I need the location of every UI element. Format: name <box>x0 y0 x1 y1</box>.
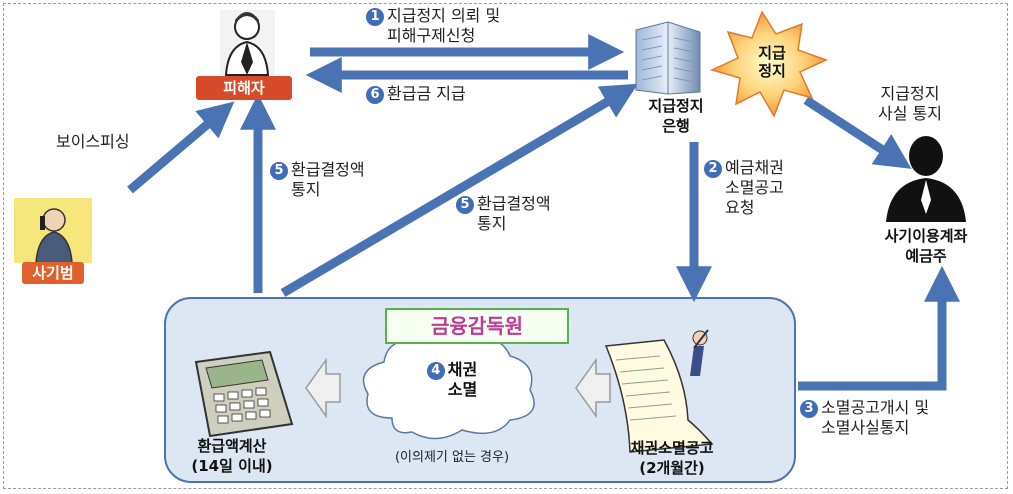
step6-badge: 6 <box>366 85 384 104</box>
step5b-text: 환급결정액 통지 <box>477 194 551 233</box>
fact-notice-label: 지급정지 사실 통지 <box>878 84 942 123</box>
step4-badge: 4 <box>426 361 445 380</box>
calculator-icon <box>194 350 294 438</box>
bank-label: 지급정지 은행 <box>648 97 704 135</box>
notice-document-icon <box>604 329 714 453</box>
step1-badge: 1 <box>366 7 384 26</box>
stop-burst <box>709 10 828 118</box>
victim-label: 피해자 <box>196 76 292 100</box>
step2-badge: 2 <box>704 159 722 178</box>
criminal-figure <box>14 198 92 264</box>
voice-phishing-label: 보이스피싱 <box>56 132 130 151</box>
arrow-voice-phishing <box>127 101 235 194</box>
extinction-cloud <box>362 331 535 440</box>
step5a-text: 환급결정액 통지 <box>291 160 365 199</box>
victim-figure <box>220 10 275 76</box>
flow-arrow-left <box>305 357 341 419</box>
step2-text: 예금채권 소멸공고 요청 <box>725 158 784 217</box>
arrow-step3 <box>798 265 960 391</box>
account-owner-label: 사기이용계좌 예금주 <box>884 227 968 265</box>
criminal-label: 사기범 <box>22 262 84 284</box>
diagram-frame <box>3 3 1008 489</box>
step5b-badge: 5 <box>456 195 474 214</box>
step3-text: 소멸공고개시 및 소멸사실통지 <box>821 398 930 437</box>
extinction-text: 채권 소멸 <box>447 360 478 399</box>
arrow-step5-to-bank <box>280 83 638 297</box>
account-owner-figure <box>886 136 966 222</box>
bank-building <box>635 21 701 95</box>
step6-text: 환급금 지급 <box>387 84 466 103</box>
flow-arrow-right <box>575 357 611 419</box>
no-objection-label: (이의제기 없는 경우) <box>394 450 510 465</box>
step3-badge: 3 <box>800 399 818 418</box>
calc-label: 환급액계산 (14일 이내) <box>191 437 273 475</box>
arrow-fact-notice <box>803 96 912 169</box>
stop-burst-label: 지급 정지 <box>758 44 786 80</box>
step5a-badge: 5 <box>270 161 288 180</box>
step1-text: 지급정지 의뢰 및 피해구제신청 <box>387 6 501 45</box>
notice-label: 채권소멸공고 (2개월간) <box>630 439 714 477</box>
fss-title: 금융감독원 <box>385 308 569 344</box>
